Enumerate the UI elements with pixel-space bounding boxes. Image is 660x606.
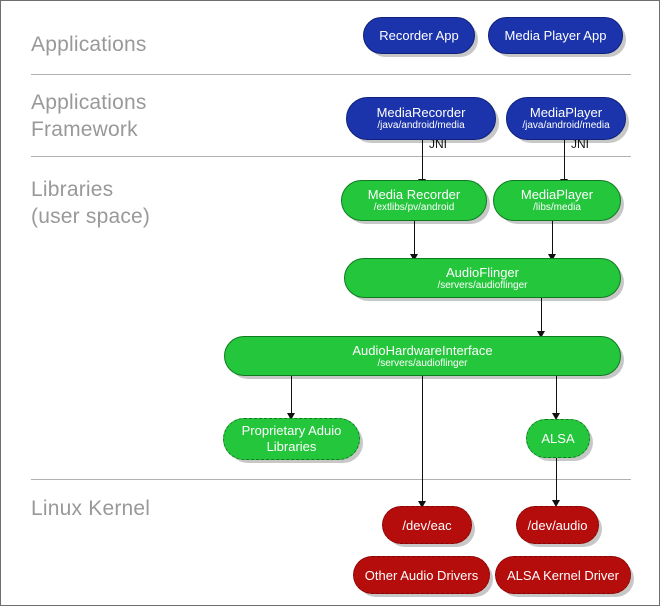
node-mediaplayer-framework-path: /java/android/media [522,120,610,131]
node-audioflinger[interactable]: AudioFlinger /servers/audioflinger [344,258,621,298]
node-audiohardwareinterface-path: /servers/audioflinger [377,357,468,369]
node-recorder-app-title: Recorder App [379,28,459,43]
node-dev-audio[interactable]: /dev/audio [516,506,599,544]
node-media-player-library-title: MediaPlayer [520,187,594,202]
jni-label-left: JNI [429,137,447,151]
node-mediarecorder-framework-title: MediaRecorder [376,105,466,120]
layer-label-applications-framework: Applications Framework [31,91,147,141]
node-media-player-app[interactable]: Media Player App [488,17,623,54]
connector-mediaplayer-jni [564,140,565,184]
arrowhead-audioflinger-to-audiohardwareinterface [537,331,545,338]
node-media-recorder-library-path: /extlibs/pv/android [373,202,455,213]
connector-audioflinger-to-audiohardwareinterface [541,297,542,337]
node-mediaplayer-framework[interactable]: MediaPlayer /java/android/media [506,97,626,140]
connector-ahi-to-dev-eac [422,375,423,505]
node-media-player-library-path: /libs/media [533,202,581,213]
node-other-audio-drivers[interactable]: Other Audio Drivers [353,556,490,594]
connector-mediarecorder-to-audioflinger [414,220,415,260]
node-dev-eac-title: /dev/eac [402,517,452,533]
connector-ahi-to-proprietary [291,375,292,417]
separator-kernel [31,479,631,480]
separator-applications [31,74,631,75]
node-mediarecorder-framework-path: /java/android/media [377,120,465,131]
node-alsa-kernel-driver-title: ALSA Kernel Driver [507,567,619,583]
node-audioflinger-path: /servers/audioflinger [437,279,528,291]
arrowhead-ahi-to-dev-eac [418,501,426,508]
node-media-recorder-library-title: Media Recorder [367,187,461,202]
node-mediaplayer-framework-title: MediaPlayer [529,105,603,120]
node-alsa[interactable]: ALSA [526,419,590,458]
separator-framework [31,156,631,157]
node-audiohardwareinterface[interactable]: AudioHardwareInterface /servers/audiofli… [224,336,621,376]
layer-label-linux-kernel: Linux Kernel [31,497,151,520]
arrowhead-ahi-to-alsa [552,413,560,420]
jni-label-right: JNI [571,137,589,151]
node-mediarecorder-framework[interactable]: MediaRecorder /java/android/media [346,97,496,140]
node-alsa-kernel-driver[interactable]: ALSA Kernel Driver [495,556,631,594]
connector-mediarecorder-jni [422,140,423,184]
connector-mediaplayer-to-audioflinger [552,220,553,260]
layer-label-applications: Applications [31,33,147,56]
node-other-audio-drivers-title: Other Audio Drivers [364,567,479,583]
node-dev-audio-title: /dev/audio [527,517,588,533]
node-proprietary-audio-libraries[interactable]: Proprietary Aduio Libraries [223,418,360,460]
layer-label-libraries: Libraries (user space) [31,178,151,228]
node-recorder-app[interactable]: Recorder App [363,17,475,54]
node-media-recorder-library[interactable]: Media Recorder /extlibs/pv/android [341,180,487,221]
node-audiohardwareinterface-title: AudioHardwareInterface [352,342,493,358]
connector-ahi-to-alsa [556,375,557,417]
node-audioflinger-title: AudioFlinger [446,264,519,280]
node-proprietary-audio-libraries-title: Proprietary Aduio Libraries [241,423,342,454]
node-media-player-library[interactable]: MediaPlayer /libs/media [493,180,621,221]
node-dev-eac[interactable]: /dev/eac [382,506,472,544]
arrowhead-alsa-to-dev-audio [552,500,560,507]
connector-alsa-to-dev-audio [556,456,557,504]
node-alsa-title: ALSA [541,431,575,446]
arrowhead-ahi-to-proprietary [287,413,295,420]
node-media-player-app-title: Media Player App [504,28,607,43]
